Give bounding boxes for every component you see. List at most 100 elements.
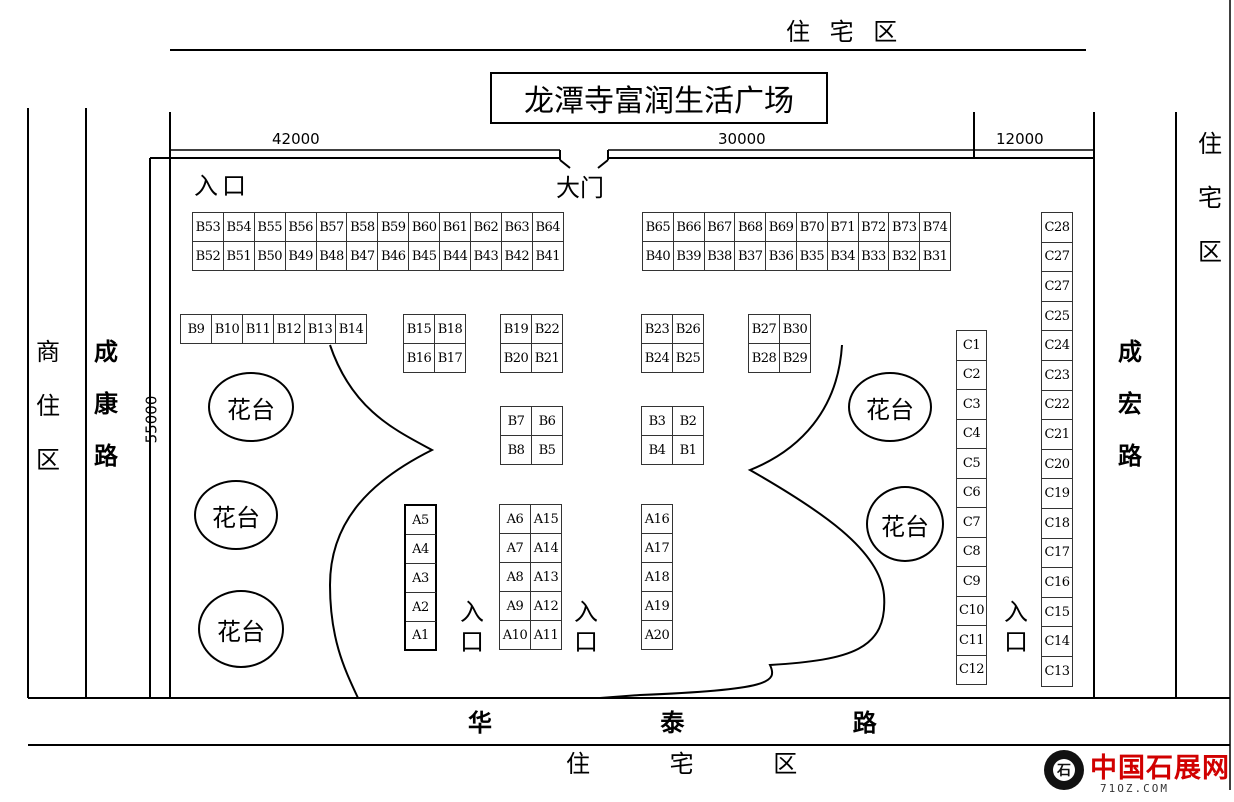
booth-cell: B65 — [643, 213, 674, 242]
booth-cell: C10 — [957, 596, 987, 626]
booth-cell: A16 — [642, 505, 673, 534]
dim-42000-label: 42000 — [272, 130, 320, 148]
booth-cell: C17 — [1042, 538, 1073, 569]
booth-cell: A3 — [406, 564, 437, 593]
booth-cell: B66 — [673, 213, 705, 242]
booth-cell: B45 — [409, 242, 441, 271]
entrance-top-left-label: 入口 — [194, 172, 250, 200]
brand-seal-icon: 石 — [1044, 750, 1084, 790]
booth-cell: B36 — [766, 242, 797, 271]
booth-cell: A19 — [642, 592, 673, 621]
booth-cell: C16 — [1042, 568, 1073, 598]
booth-cell: B25 — [673, 344, 704, 373]
plaza-title: 龙潭寺富润生活广场 — [490, 72, 828, 124]
entrance-a-left-label: 入 口 — [460, 598, 484, 656]
booth-cell: B73 — [889, 213, 921, 242]
booth-cell: B44 — [440, 242, 472, 271]
booth-cell: C3 — [957, 390, 987, 420]
booth-cell: A10 — [500, 621, 531, 650]
booth-cell: B56 — [285, 213, 317, 242]
booth-cell: B46 — [378, 242, 410, 271]
entrance-c-label: 入 口 — [1004, 598, 1028, 656]
booth-cell: A20 — [642, 621, 673, 650]
booth-cell: B34 — [827, 242, 859, 271]
booth-cell: B49 — [285, 242, 317, 271]
booth-cell: C9 — [957, 567, 987, 597]
flower-platform-3: 花台 — [198, 590, 284, 668]
booth-cell: B17 — [435, 344, 466, 373]
booth-cell: B61 — [440, 213, 472, 242]
booth-cell: B4 — [642, 436, 673, 465]
booth-cell: A6 — [500, 505, 531, 534]
booth-cell: B60 — [409, 213, 441, 242]
booth-cell: C21 — [1042, 420, 1073, 450]
path-curve-right — [599, 344, 886, 699]
booth-cell: C8 — [957, 537, 987, 567]
residential-top-label: 住 宅 区 — [786, 18, 904, 46]
path-curve-left — [328, 344, 435, 699]
booth-cell: C7 — [957, 508, 987, 538]
booth-cell: B6 — [532, 407, 563, 436]
booth-cell: B11 — [243, 315, 274, 344]
booth-cell: B10 — [212, 315, 243, 344]
booth-cell: B54 — [223, 213, 255, 242]
booth-cell: B70 — [796, 213, 828, 242]
booth-cell: B72 — [858, 213, 890, 242]
dim-12000-label: 12000 — [996, 130, 1044, 148]
flower-platform-4: 花台 — [848, 372, 932, 442]
booth-cell: C14 — [1042, 627, 1073, 657]
booth-cell: B2 — [673, 407, 704, 436]
booth-cell: C20 — [1042, 449, 1073, 480]
road-chenghong-label: 成 宏 路 — [1118, 337, 1142, 470]
booth-cell: B48 — [316, 242, 348, 271]
booth-cell: B42 — [501, 242, 533, 271]
entrance-a-right-label: 入 口 — [574, 598, 598, 656]
gate-left-leaf — [559, 159, 571, 169]
booth-cell: A8 — [500, 563, 531, 592]
booth-cell: B19 — [501, 315, 532, 344]
booth-cell: A18 — [642, 563, 673, 592]
flower-platform-5: 花台 — [866, 486, 944, 562]
booth-cell: B16 — [404, 344, 435, 373]
booth-cell: B5 — [532, 436, 563, 465]
booth-cell: C12 — [957, 655, 987, 685]
booth-cell: C28 — [1042, 213, 1073, 243]
flower-platform-2: 花台 — [194, 480, 278, 550]
booth-cell: B37 — [735, 242, 767, 271]
booth-cell: B29 — [780, 344, 811, 373]
booth-cell: B52 — [193, 242, 224, 271]
booth-cell: B69 — [766, 213, 797, 242]
booth-cell: C5 — [957, 449, 987, 479]
brand-watermark: 石 中国石展网 71OZ.COM — [1042, 744, 1232, 800]
booth-cell: B18 — [435, 315, 466, 344]
commercial-left-label: 商 住 区 — [36, 338, 60, 474]
booth-cell: A9 — [500, 592, 531, 621]
booth-cell: C27 — [1042, 242, 1073, 273]
booth-cell: B20 — [501, 344, 532, 373]
booth-cell: C11 — [957, 626, 987, 656]
booth-cell: B7 — [501, 407, 532, 436]
booth-cell: B8 — [501, 436, 532, 465]
booth-cell: B43 — [471, 242, 502, 271]
booth-cell: B33 — [858, 242, 890, 271]
booth-cell: B28 — [749, 344, 780, 373]
booth-cell: A11 — [531, 621, 562, 650]
dim-30000-label: 30000 — [718, 130, 766, 148]
main-gate-label: 大门 — [556, 174, 604, 202]
road-huatai-label: 华 泰 路 — [468, 708, 957, 737]
booth-cell: B15 — [404, 315, 435, 344]
booth-cell: B51 — [223, 242, 255, 271]
booth-cell: B32 — [889, 242, 921, 271]
booth-cell: B35 — [796, 242, 828, 271]
